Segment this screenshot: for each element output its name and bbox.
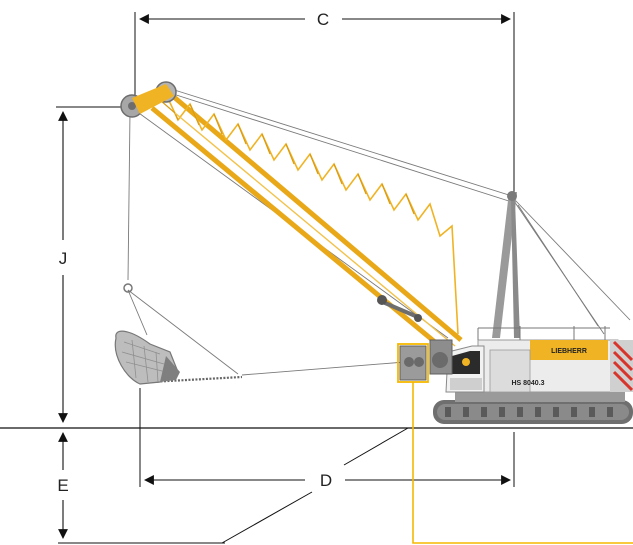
boom-cylinder [377, 295, 422, 322]
leader-line-pivot [343, 427, 409, 466]
dimension-e: E [57, 432, 225, 544]
crawler-track [433, 392, 633, 424]
leader-line-depth [221, 491, 313, 544]
dimension-d-label: D [320, 471, 332, 490]
dimension-c: C [134, 10, 515, 192]
crane-brand-label: LIEBHERR [551, 348, 587, 355]
dimension-j: J [56, 106, 132, 423]
dimension-d: D [139, 388, 515, 490]
dimension-j-label: J [59, 249, 68, 268]
dragline-bucket [114, 330, 180, 385]
rigging-ropes [127, 87, 631, 376]
dimension-c-label: C [317, 10, 329, 29]
crane-body: LIEBHERR HS 8040.3 [477, 326, 633, 393]
crane-model-label: HS 8040.3 [511, 380, 544, 387]
lattice-boom [150, 90, 463, 354]
fairlead-callout-line [412, 382, 633, 544]
boom-tip-sheaves [120, 81, 177, 118]
fairlead-highlight [397, 343, 429, 383]
rigging-shackle [123, 283, 133, 293]
gantry-mast [492, 191, 520, 338]
dimension-e-label: E [57, 476, 68, 495]
operator-cab [445, 345, 485, 393]
boom-foot-drum [429, 339, 453, 375]
